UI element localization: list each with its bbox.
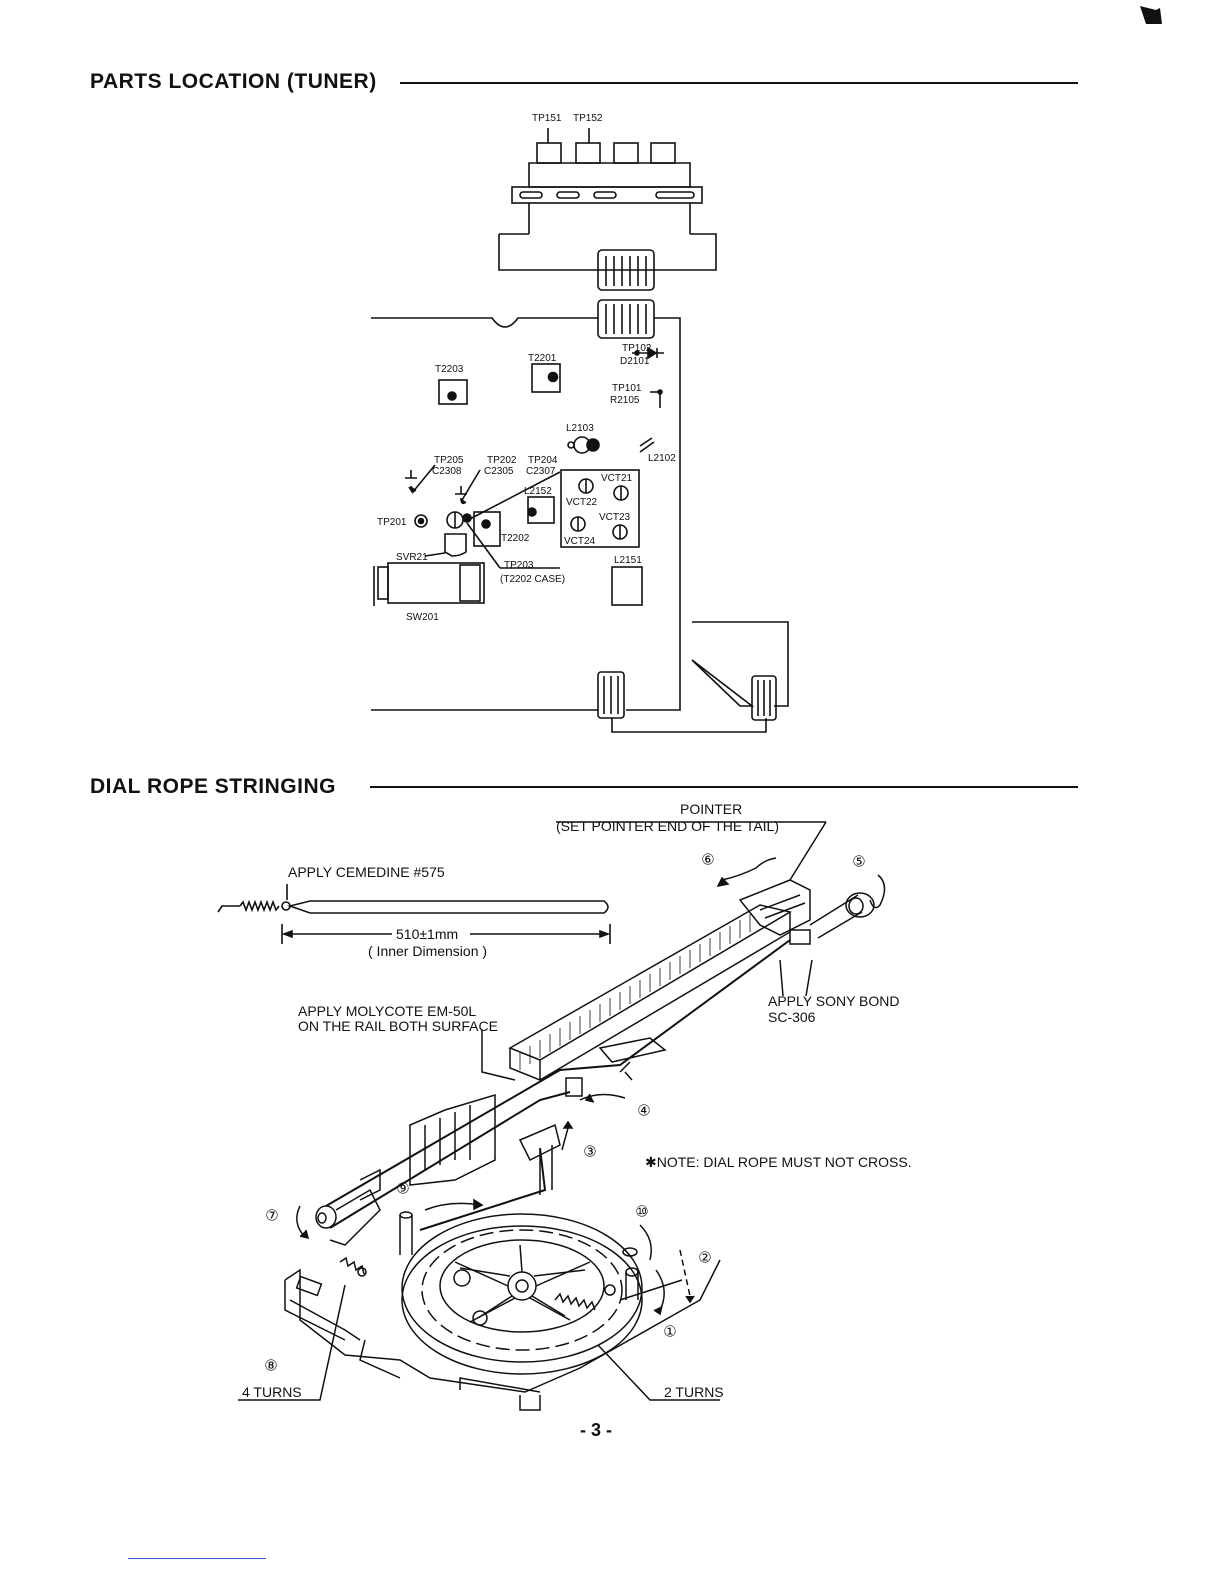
parts-location-rule [400,82,1078,84]
connector-pin-2 [575,142,601,164]
parts-location-title: PARTS LOCATION (TUNER) [90,70,377,93]
step-10: ⑩ [635,1204,648,1221]
step-1: ① [663,1324,676,1341]
step-6: ⑥ [701,852,714,869]
label-l2151: L2151 [614,555,642,566]
step-numbers: ① ② ③ ④ ⑤ ⑥ ⑦ ⑧ ⑨ ⑩ [264,852,865,1375]
label-svr21: SVR21 [396,552,428,563]
step-3: ③ [583,1144,596,1161]
step-8: ⑧ [264,1358,277,1375]
label-tp203: TP203 [504,560,534,571]
label-t2202-case: (T2202 CASE) [500,574,565,585]
label-c2305: C2305 [484,466,514,477]
label-tp201: TP201 [377,517,407,528]
label-four-turns: 4 TURNS [242,1384,302,1400]
label-sw201: SW201 [406,612,439,623]
label-tp101: TP101 [612,383,642,394]
label-tp151: TP151 [532,113,562,124]
label-l2103: L2103 [566,423,594,434]
step-4: ④ [637,1103,650,1120]
pcb-labels: TP151 TP152 TP102 D2101 T2201 T2203 TP10… [377,113,676,623]
corner-tab-mark [1138,4,1164,26]
label-tp102: TP102 [622,343,652,354]
page-number: - 3 - [580,1420,613,1440]
dial-rope-rule [370,786,1078,788]
label-l2152: L2152 [524,486,552,497]
label-l2102: L2102 [648,453,676,464]
label-pointer-note: (SET POINTER END OF THE TAIL) [556,818,779,834]
label-c2307: C2307 [526,466,556,477]
footer-underline [128,1558,266,1559]
label-vct21: VCT21 [601,473,633,484]
label-sony-bond-line1: APPLY SONY BOND [768,993,900,1009]
label-tp204: TP204 [528,455,558,466]
label-pointer: POINTER [680,801,742,817]
label-molycote-line2: ON THE RAIL BOTH SURFACE [298,1018,498,1034]
label-note: ✱NOTE: DIAL ROPE MUST NOT CROSS. [645,1154,912,1170]
label-molycote-line1: APPLY MOLYCOTE EM-50L [298,1003,476,1019]
step-2: ② [698,1250,711,1267]
label-vct23: VCT23 [599,512,631,523]
label-t2201: T2201 [528,353,557,364]
label-sony-bond-line2: SC-306 [768,1009,816,1025]
connector-pin-4 [650,142,676,164]
dial-rope-drawing [217,884,611,944]
label-cemedine: APPLY CEMEDINE #575 [288,864,445,880]
label-vct22: VCT22 [566,497,598,508]
label-t2203: T2203 [435,364,464,375]
label-r2105: R2105 [610,395,640,406]
label-tp152: TP152 [573,113,603,124]
label-t2202: T2202 [501,533,530,544]
connector-pin-1 [536,142,562,164]
step-7: ⑦ [265,1208,278,1225]
dial-mechanism-drawing [238,821,886,1411]
label-dimension: 510±1mm [396,926,458,942]
connector-pin-3 [613,142,639,164]
label-d2101: D2101 [620,356,650,367]
label-tp202: TP202 [487,455,517,466]
label-tp205: TP205 [434,455,464,466]
step-9: ⑨ [396,1181,409,1198]
dial-rope-title: DIAL ROPE STRINGING [90,775,336,798]
label-vct24: VCT24 [564,536,596,547]
dial-labels: POINTER (SET POINTER END OF THE TAIL) AP… [242,801,912,1400]
step-5: ⑤ [852,854,865,871]
tuner-pcb-drawing [371,128,789,733]
label-c2308: C2308 [432,466,462,477]
label-inner-dimension: ( Inner Dimension ) [368,943,487,959]
label-two-turns: 2 TURNS [664,1384,724,1400]
